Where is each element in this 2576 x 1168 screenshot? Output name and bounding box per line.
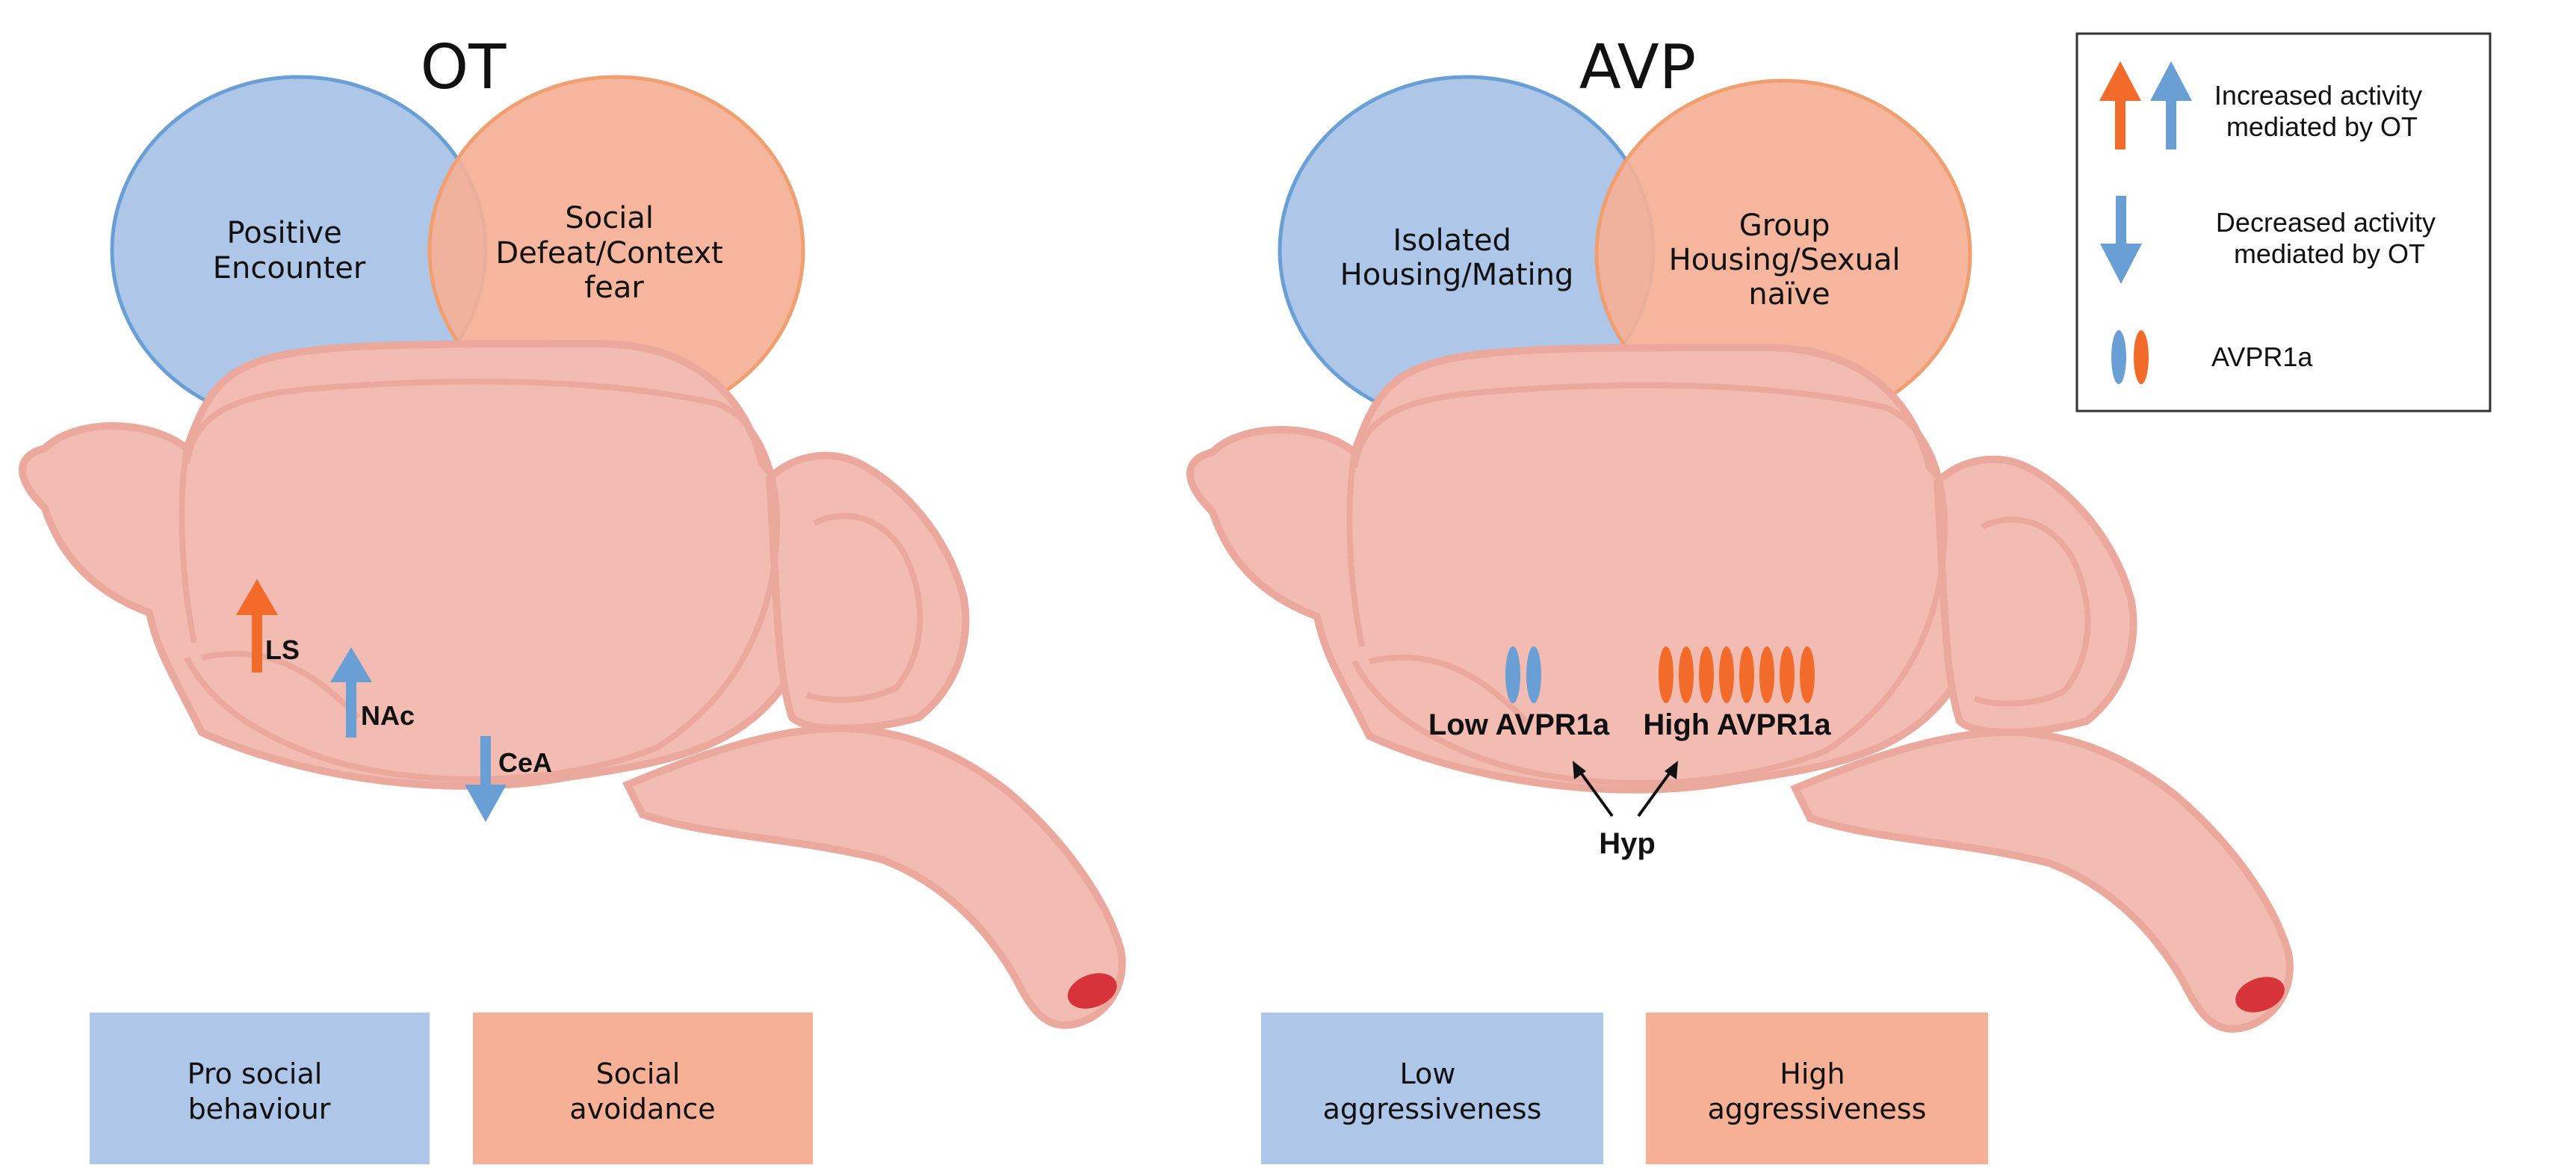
ot-brain xyxy=(22,344,1122,1025)
pro-social-box-label: Pro social behaviour xyxy=(188,1057,332,1125)
legend-orange-up-arrow-icon xyxy=(2099,61,2141,149)
legend-blue-down-arrow-icon xyxy=(2100,196,2142,284)
legend: Increased activity mediated by OT Decrea… xyxy=(2075,32,2492,412)
legend-avpr1a-receptor-icon xyxy=(2111,330,2149,384)
avp-panel: AVP Isolated Housing/Mating Group Housin… xyxy=(1190,32,2290,1164)
social-avoidance-box xyxy=(473,1013,813,1164)
cea-down-arrow-icon xyxy=(465,736,507,822)
ot-panel: OT Positive Encounter Social Defeat/Cont… xyxy=(22,32,1122,1164)
pro-social-box xyxy=(90,1013,430,1164)
high-aggressiveness-box-label: High aggressiveness xyxy=(1708,1057,1927,1125)
high-aggressiveness-box xyxy=(1646,1013,1988,1164)
avp-circle-group-label: Group Housing/Sexual naïve xyxy=(1669,208,1910,312)
low-aggressiveness-box-label: Low aggressiveness xyxy=(1323,1057,1542,1125)
low-aggressiveness-box xyxy=(1261,1013,1603,1164)
ot-circle-defeat-label: Social Defeat/Context fear xyxy=(495,201,732,305)
legend-decreased-label: Decreased activity mediated by OT xyxy=(2216,207,2443,269)
cea-label: CeA xyxy=(498,747,552,778)
avp-circle-isolated-label: Isolated Housing/Mating xyxy=(1340,223,1574,292)
legend-blue-up-arrow-icon xyxy=(2150,61,2192,149)
ot-title: OT xyxy=(421,32,507,103)
avp-brain xyxy=(1190,347,2290,1029)
high-avpr1a-receptors xyxy=(1659,646,1815,703)
hyp-label: Hyp xyxy=(1599,827,1656,860)
low-avpr1a-receptors xyxy=(1505,646,1541,703)
hyp-arrows xyxy=(1573,761,1678,818)
high-avpr1a-label: High AVPR1a xyxy=(1643,708,1831,741)
ot-venn: Positive Encounter Social Defeat/Context… xyxy=(110,75,805,426)
ls-up-arrow-icon xyxy=(236,579,278,673)
nac-label: NAc xyxy=(361,700,415,731)
avp-spinal-cut xyxy=(2235,977,2285,1013)
low-avpr1a-label: Low AVPR1a xyxy=(1428,708,1610,741)
legend-increased-label: Increased activity mediated by OT xyxy=(2214,80,2430,142)
social-avoidance-box-label: Social avoidance xyxy=(569,1057,715,1125)
avp-venn: Isolated Housing/Mating Group Housing/Se… xyxy=(1278,75,1972,430)
nac-up-arrow-icon xyxy=(330,647,372,738)
ot-circle-positive-label: Positive Encounter xyxy=(213,216,366,285)
legend-avpr1a-label: AVPR1a xyxy=(2211,342,2313,372)
ls-label: LS xyxy=(265,634,300,665)
avp-title: AVP xyxy=(1579,32,1696,103)
ot-spinal-cut xyxy=(1068,973,1117,1009)
